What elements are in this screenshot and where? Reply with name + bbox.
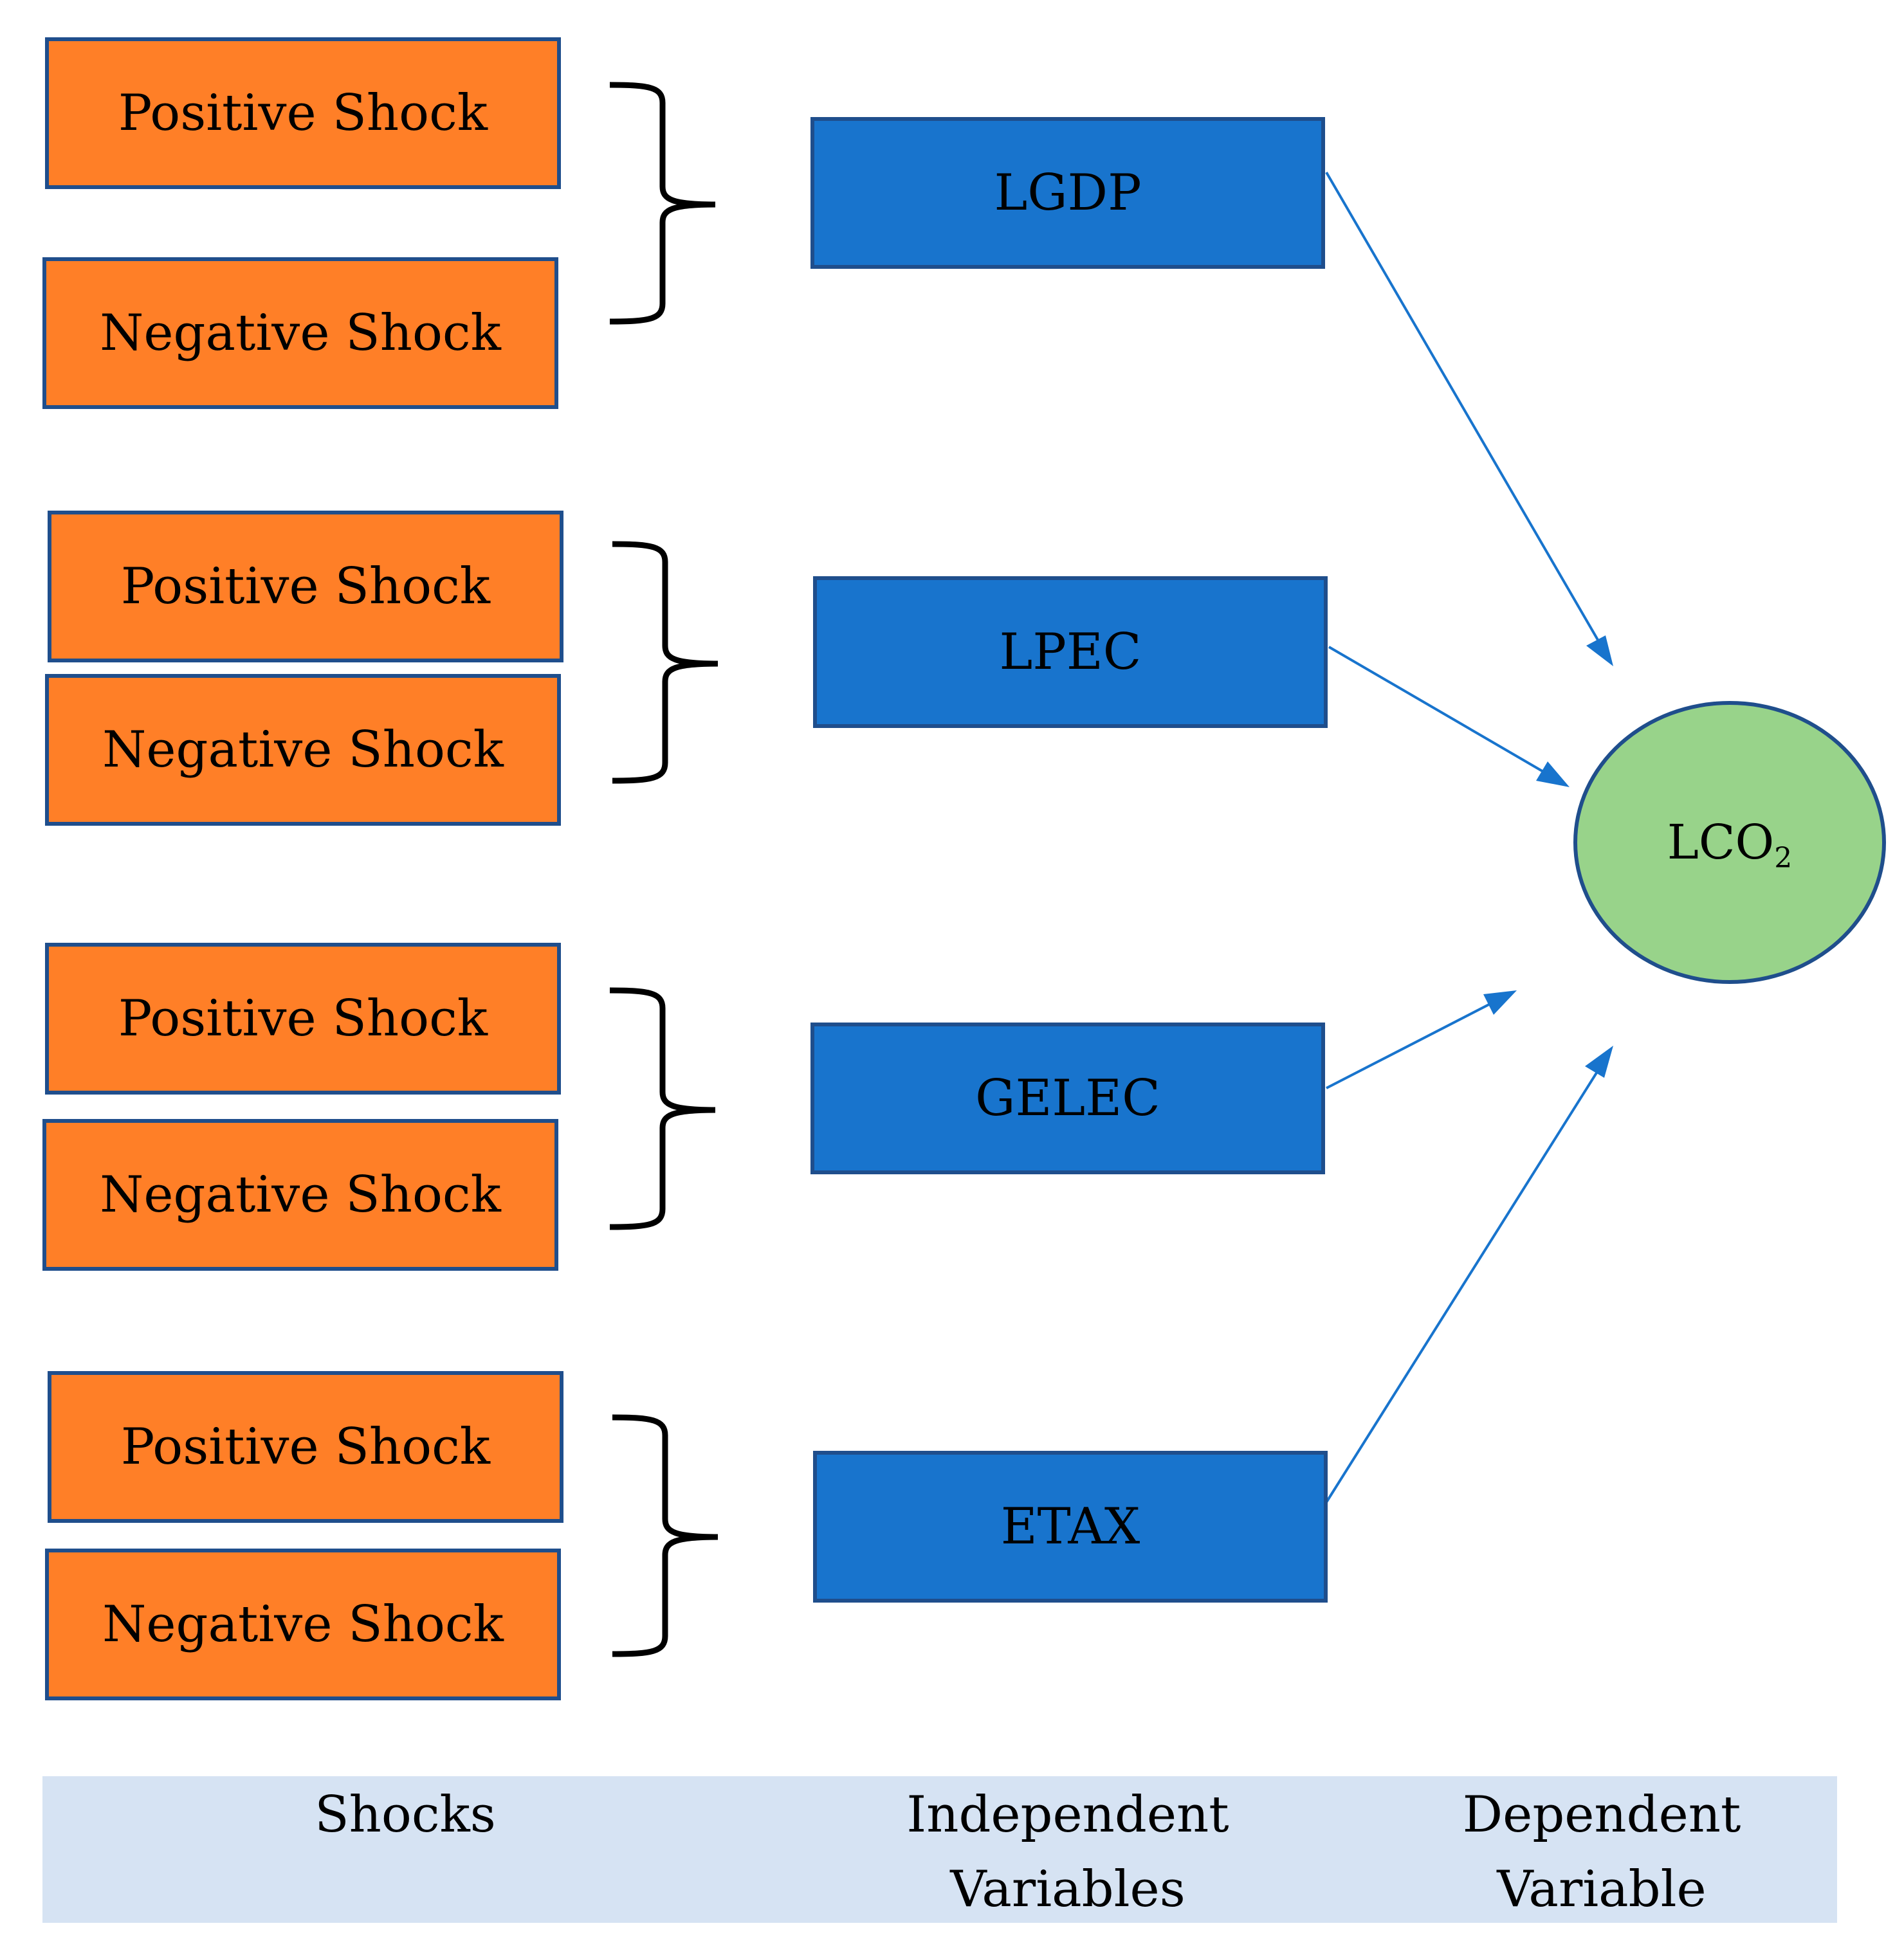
negative-shock-box-4: Negative Shock [45, 1549, 561, 1700]
arrow-gelec-to-lco2 [1326, 996, 1505, 1089]
footer-independent-line2: Variables [950, 1860, 1185, 1918]
variable-box-lgdp: LGDP [810, 117, 1325, 269]
arrow-etax-to-lco2 [1325, 1057, 1607, 1504]
variable-label-lpec: LPEC [999, 623, 1142, 681]
positive-shock-box-4: Positive Shock [48, 1371, 563, 1523]
positive-shock-label-4: Positive Shock [120, 1418, 491, 1476]
negative-shock-label-3: Negative Shock [100, 1166, 501, 1224]
brace-4 [612, 1414, 719, 1657]
dependent-variable-label: LCO2 [1667, 815, 1793, 875]
column-legend-band [42, 1776, 1837, 1923]
positive-shock-box-2: Positive Shock [48, 511, 563, 662]
negative-shock-label-1: Negative Shock [100, 304, 501, 362]
arrowhead-3 [1483, 990, 1517, 1015]
arrowhead-2 [1536, 761, 1570, 787]
arrowhead-1 [1586, 635, 1613, 666]
arrow-lpec-to-lco2 [1328, 646, 1558, 781]
footer-dependent-line2: Variable [1497, 1860, 1707, 1918]
brace-3 [609, 987, 716, 1230]
variable-label-etax: ETAX [1000, 1498, 1140, 1556]
dependent-variable-subscript: 2 [1774, 842, 1793, 875]
negative-shock-box-3: Negative Shock [42, 1119, 558, 1271]
dependent-variable-node: LCO2 [1573, 701, 1886, 984]
positive-shock-label-1: Positive Shock [118, 84, 488, 142]
footer-independent-line1: Independent [906, 1786, 1229, 1844]
positive-shock-box-3: Positive Shock [45, 943, 561, 1095]
positive-shock-box-1: Positive Shock [45, 37, 561, 189]
negative-shock-label-4: Negative Shock [102, 1596, 504, 1653]
positive-shock-label-2: Positive Shock [120, 558, 491, 615]
arrow-lgdp-to-lco2 [1325, 171, 1611, 661]
variable-box-lpec: LPEC [813, 576, 1328, 728]
brace-2 [612, 541, 719, 784]
variable-label-lgdp: LGDP [994, 164, 1142, 222]
variable-box-gelec: GELEC [810, 1023, 1325, 1174]
variable-label-gelec: GELEC [975, 1069, 1160, 1127]
positive-shock-label-3: Positive Shock [118, 990, 488, 1048]
variable-box-etax: ETAX [813, 1451, 1328, 1603]
brace-1 [609, 82, 716, 325]
negative-shock-box-1: Negative Shock [42, 257, 558, 409]
arrowhead-4 [1585, 1046, 1613, 1078]
negative-shock-label-2: Negative Shock [102, 721, 504, 779]
negative-shock-box-2: Negative Shock [45, 674, 561, 826]
footer-label-independent: Independent Variables [875, 1778, 1261, 1927]
footer-label-dependent: Dependent Variable [1409, 1778, 1795, 1927]
footer-dependent-line1: Dependent [1462, 1786, 1741, 1844]
footer-label-shocks: Shocks [315, 1786, 496, 1844]
